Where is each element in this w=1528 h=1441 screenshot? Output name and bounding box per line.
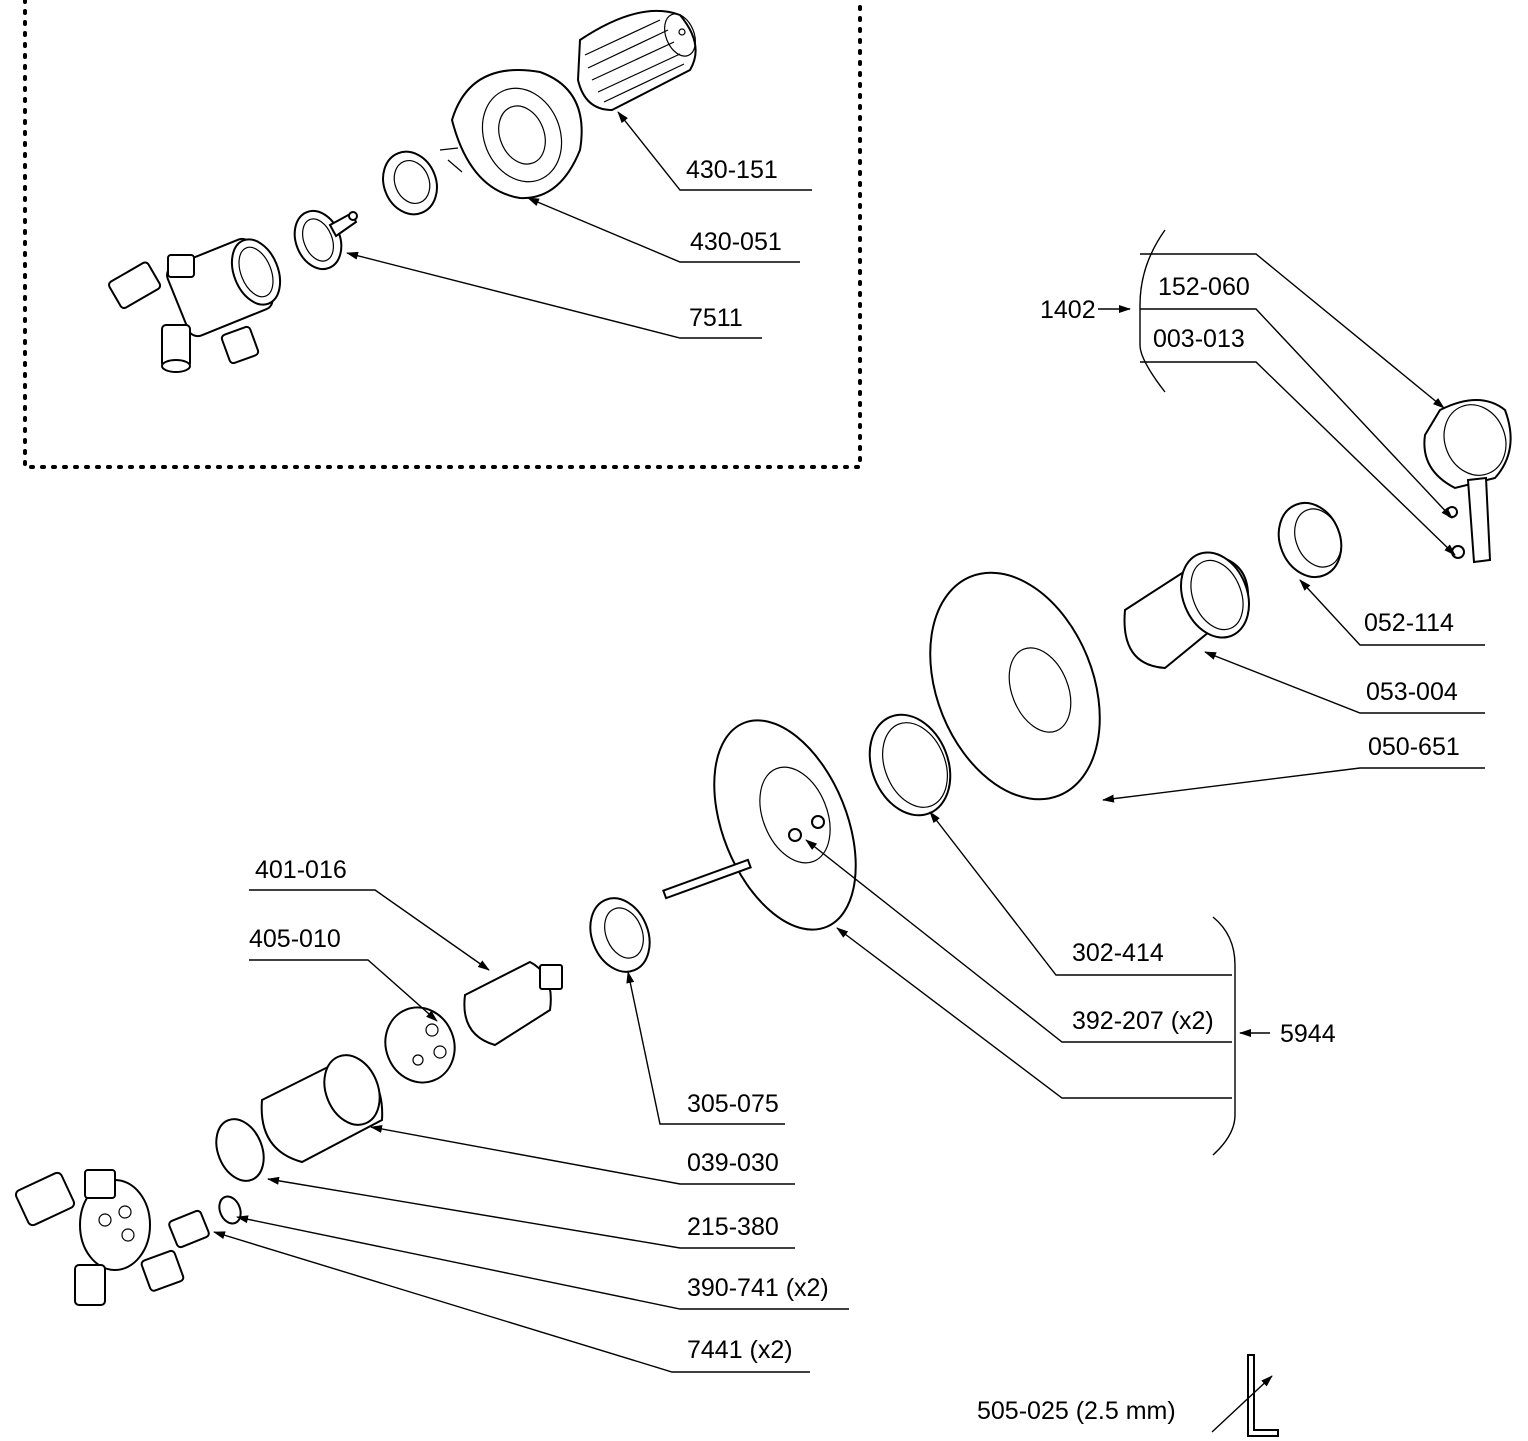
part-215-380-shape xyxy=(215,1118,265,1182)
part-052-114-shape xyxy=(1277,502,1343,578)
valve-body-rough-in-top xyxy=(108,237,282,373)
label-392-207: 392-207 (x2) xyxy=(1072,1007,1214,1035)
label-7511: 7511 xyxy=(689,304,743,332)
label-7441: 7441 (x2) xyxy=(687,1336,793,1364)
part-305-075-shape xyxy=(589,897,651,973)
label-5944: 5944 xyxy=(1280,1020,1336,1048)
leader-lines xyxy=(213,111,1485,1433)
label-305-075: 305-075 xyxy=(687,1090,779,1118)
part-labels: 430-151 430-051 7511 1402 152-060 003-01… xyxy=(249,156,1460,1425)
valve-body-rough-in-bottom xyxy=(14,1169,185,1306)
part-050-651-shape xyxy=(929,571,1101,801)
label-430-051: 430-051 xyxy=(690,228,782,256)
label-401-016: 401-016 xyxy=(255,856,347,884)
part-053-004-shape xyxy=(1123,551,1250,670)
label-052-114: 052-114 xyxy=(1364,609,1454,637)
part-7441-shape xyxy=(168,1209,210,1249)
label-430-151: 430-151 xyxy=(686,156,778,184)
part-401-016-shape xyxy=(463,960,563,1047)
handle-1402-shape xyxy=(1423,399,1512,564)
label-152-060: 152-060 xyxy=(1158,273,1250,301)
part-405-010-shape xyxy=(384,1006,456,1084)
label-215-380: 215-380 xyxy=(687,1213,779,1241)
label-050-651: 050-651 xyxy=(1368,733,1460,761)
part-390-741-shape xyxy=(218,1195,242,1225)
label-039-030: 039-030 xyxy=(687,1149,779,1177)
label-003-013: 003-013 xyxy=(1153,325,1245,353)
hex-key-shape xyxy=(1247,1354,1279,1437)
label-053-004: 053-004 xyxy=(1366,678,1458,706)
label-1402: 1402 xyxy=(1040,296,1096,324)
label-405-010: 405-010 xyxy=(249,925,341,953)
label-390-741: 390-741 (x2) xyxy=(687,1274,829,1302)
cartridge-7511 xyxy=(293,209,358,271)
label-505-025: 505-025 (2.5 mm) xyxy=(977,1397,1176,1425)
part-5944-plate xyxy=(662,719,857,931)
part-039-030-shape xyxy=(260,1054,384,1164)
part-430-051-shape xyxy=(439,69,583,200)
dotted-frame xyxy=(23,0,862,469)
ring-part-top xyxy=(382,150,438,216)
label-302-414: 302-414 xyxy=(1072,939,1164,967)
part-430-151-shape xyxy=(576,9,697,112)
